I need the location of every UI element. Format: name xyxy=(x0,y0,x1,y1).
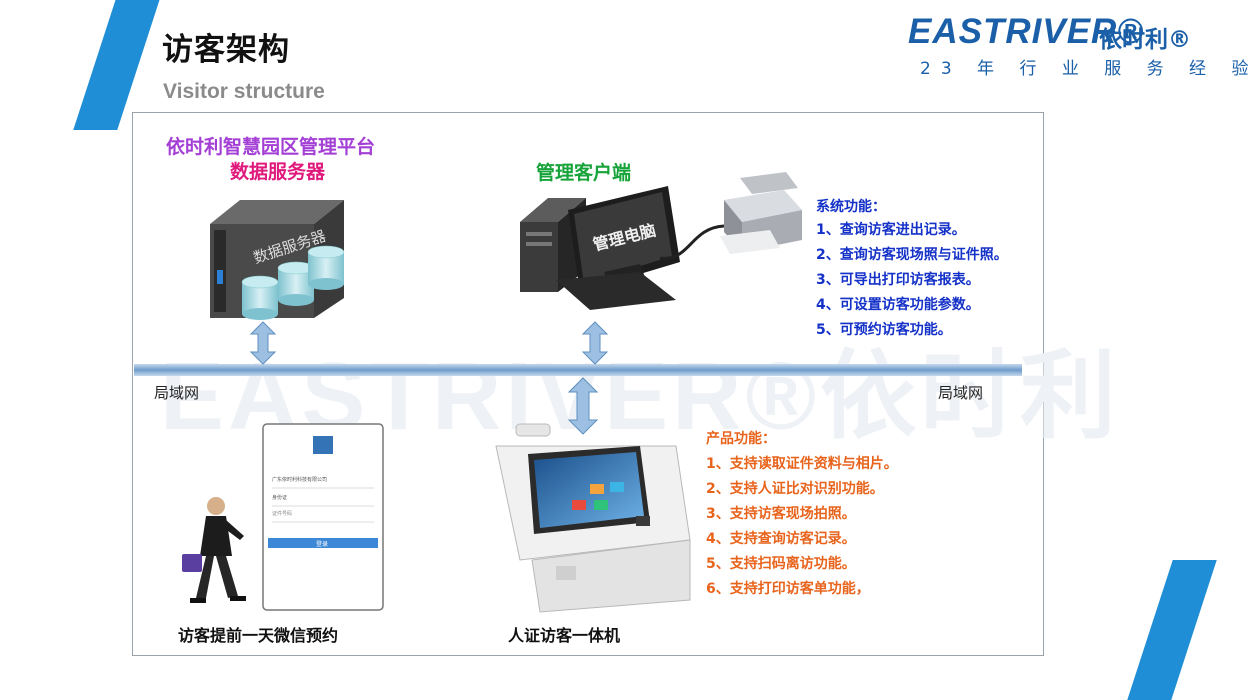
connector-arrow-kiosk xyxy=(567,377,599,435)
lan-label-right: 局域网 xyxy=(938,384,984,402)
brand-logo-text: EASTRIVER® xyxy=(908,12,1145,51)
visitor-walking-figure xyxy=(182,497,246,603)
product-functions-list: 1、支持读取证件资料与相片。 2、支持人证比对识别功能。 3、支持访客现场拍照。… xyxy=(706,452,898,602)
system-functions-heading: 系统功能： xyxy=(816,199,886,215)
wechat-phone-mockup xyxy=(262,423,384,611)
list-item: 5、可预约访客功能。 xyxy=(816,322,952,338)
phone-field-number: 证件号码 xyxy=(272,511,293,517)
management-pc-icon xyxy=(520,186,725,310)
system-functions-list: 1、查询访客进出记录。 2、查询访客现场照与证件照。 3、可导出打印访客报表。 … xyxy=(816,218,1008,343)
lan-label-left: 局域网 xyxy=(154,384,200,402)
list-item: 4、支持查询访客记录。 xyxy=(706,531,856,547)
kiosk-caption: 人证访客一体机 xyxy=(508,626,621,645)
server-subtitle: 数据服务器 xyxy=(230,161,326,183)
server-platform-title: 依时利智慧园区管理平台 xyxy=(166,136,376,158)
list-item: 5、支持扫码离访功能。 xyxy=(706,556,856,572)
brand-tagline: 23 年 行 业 服 务 经 验 xyxy=(920,59,1258,79)
list-item: 2、查询访客现场照与证件照。 xyxy=(816,247,1008,263)
list-item: 1、支持读取证件资料与相片。 xyxy=(706,456,898,472)
phone-login-button: 登录 xyxy=(316,541,329,548)
list-item: 6、支持打印访客单功能， xyxy=(706,581,870,597)
page-subtitle: Visitor structure xyxy=(163,80,325,103)
list-item: 3、可导出打印访客报表。 xyxy=(816,272,980,288)
brand-logo: EASTRIVER® 依时利® 23 年 行 业 服 务 经 验 xyxy=(908,12,1248,79)
product-functions-heading: 产品功能： xyxy=(706,431,776,447)
architecture-diagram-frame xyxy=(132,112,1044,656)
connector-arrow-client xyxy=(581,321,609,365)
list-item: 2、支持人证比对识别功能。 xyxy=(706,481,884,497)
list-item: 1、查询访客进出记录。 xyxy=(816,222,966,238)
architecture-diagram xyxy=(134,172,1022,613)
list-item: 3、支持访客现场拍照。 xyxy=(706,506,856,522)
list-item: 4、可设置访客功能参数。 xyxy=(816,297,980,313)
visitor-kiosk-icon xyxy=(495,423,691,613)
brand-logo-cn: 依时利® xyxy=(1099,27,1191,53)
connector-arrow-server xyxy=(249,321,277,365)
phone-caption: 访客提前一天微信预约 xyxy=(178,626,339,645)
page-title: 访客架构 xyxy=(162,32,290,68)
printer-icon xyxy=(720,172,802,254)
phone-field-id: 身份证 xyxy=(272,495,288,501)
phone-company-text: 广东依时利科技有限公司 xyxy=(272,477,328,483)
lan-bus xyxy=(134,364,1022,376)
client-title: 管理客户端 xyxy=(536,162,632,184)
data-server-icon xyxy=(210,200,345,320)
